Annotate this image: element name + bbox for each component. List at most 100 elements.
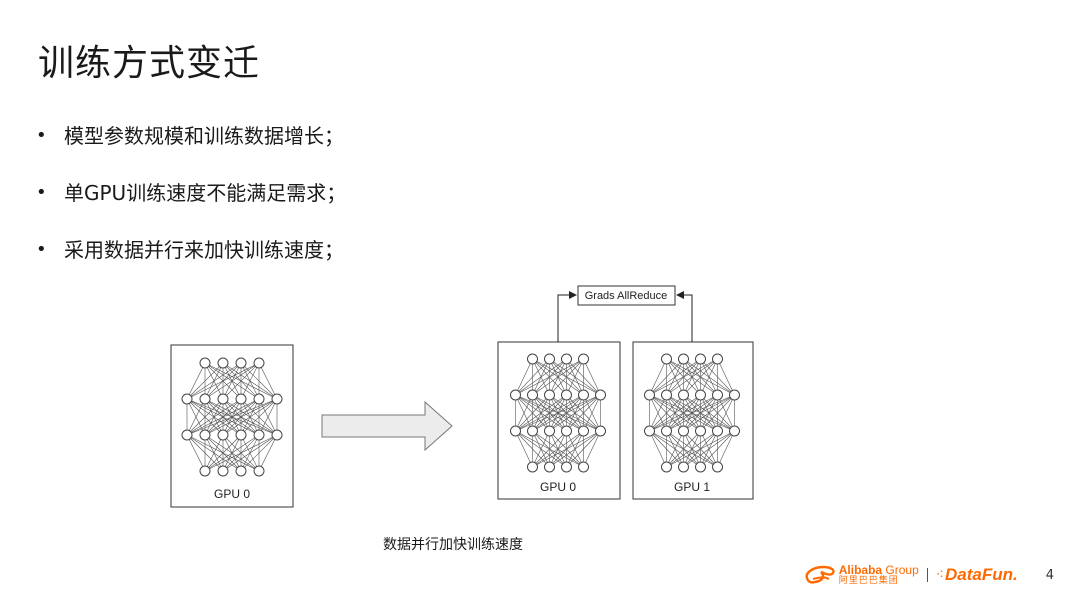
network-node [544, 389, 555, 401]
network-edge [515, 394, 567, 432]
network-graph [510, 353, 606, 473]
datafun-dots-icon: ⁖ [935, 567, 944, 583]
network-edge [532, 430, 584, 468]
network-node [595, 425, 606, 437]
network-edge [649, 394, 735, 432]
network-edge [222, 398, 278, 436]
network-edge [515, 394, 550, 432]
network-node [217, 429, 229, 441]
network-node [235, 429, 247, 441]
network-edge [649, 394, 667, 432]
network-edge [204, 434, 224, 472]
network-node [644, 425, 655, 437]
connector-gpu0 [557, 291, 577, 342]
network-node [561, 389, 572, 401]
network-node [695, 425, 706, 437]
network-edge [717, 430, 735, 468]
gpu-label: GPU 0 [540, 480, 576, 494]
network-edge [700, 430, 735, 468]
network-node [678, 461, 689, 473]
network-node [271, 393, 283, 405]
network-edge [258, 398, 278, 436]
page-number: 4 [1045, 567, 1054, 583]
network-node [578, 461, 589, 473]
network-node [729, 389, 740, 401]
network-node [199, 357, 211, 369]
network-edge [666, 430, 701, 468]
network-node [661, 425, 672, 437]
network-edge [186, 398, 260, 436]
network-node [661, 461, 672, 473]
network-edge [549, 430, 601, 468]
network-edge [258, 434, 278, 472]
network-edge [186, 398, 242, 436]
network-node [217, 357, 229, 369]
network-node [181, 429, 193, 441]
network-edge [186, 362, 224, 400]
network-node [561, 353, 572, 365]
network-node [729, 425, 740, 437]
network-edge [649, 358, 718, 396]
network-edge [532, 394, 601, 432]
network-edge [566, 430, 601, 468]
network-node [544, 353, 555, 365]
network-edge [532, 430, 601, 468]
network-node [661, 389, 672, 401]
network-edge [566, 358, 584, 396]
network-edge [549, 394, 601, 432]
network-node [578, 389, 589, 401]
network-edge [649, 358, 667, 396]
network-edge [204, 398, 278, 436]
network-node [510, 425, 521, 437]
network-graph [181, 357, 283, 477]
slide-title: 训练方式变迁 [38, 43, 261, 84]
network-node [578, 425, 589, 437]
network-node [695, 353, 706, 365]
network-edge [532, 430, 550, 468]
gpu-label: GPU 0 [214, 487, 250, 501]
network-edge [222, 362, 260, 400]
network-edge [683, 430, 735, 468]
diagram-caption: 数据并行加快训练速度 [383, 537, 523, 553]
network-edge [204, 434, 278, 472]
network-node [561, 461, 572, 473]
footer-logos: Alibaba Group 阿里巴巴集团 ⁖ DataFun. 4 [803, 562, 1054, 588]
datafun-logo: DataFun. [944, 565, 1018, 584]
network-edge [515, 394, 533, 432]
network-edge [240, 398, 278, 436]
bullet-item: 单GPU训练速度不能满足需求； [36, 177, 346, 234]
network-node [253, 429, 265, 441]
network-edge [186, 434, 206, 472]
network-node [199, 429, 211, 441]
network-node [253, 393, 265, 405]
network-edge [240, 362, 260, 400]
network-node [678, 389, 689, 401]
connector-gpu1 [676, 291, 693, 342]
network-node [217, 393, 229, 405]
network-edge [515, 394, 584, 432]
alibaba-logo-icon [805, 565, 835, 584]
network-edge [515, 358, 533, 396]
network-edge [204, 434, 260, 472]
network-node [527, 389, 538, 401]
network-edge [649, 394, 718, 432]
network-node [235, 465, 247, 477]
network-edge [666, 430, 735, 468]
bullet-item: 采用数据并行来加快训练速度； [36, 234, 346, 291]
network-edge [515, 394, 601, 432]
network-edge [240, 434, 278, 472]
network-node [595, 389, 606, 401]
network-edge [186, 398, 224, 436]
network-edge [700, 394, 735, 432]
network-edge [583, 394, 601, 432]
network-node [271, 429, 283, 441]
network-node [253, 357, 265, 369]
network-node [527, 425, 538, 437]
network-edge [666, 430, 684, 468]
network-node [527, 461, 538, 473]
network-node [235, 393, 247, 405]
network-edge [258, 362, 278, 400]
network-node [199, 393, 211, 405]
network-node [253, 465, 265, 477]
